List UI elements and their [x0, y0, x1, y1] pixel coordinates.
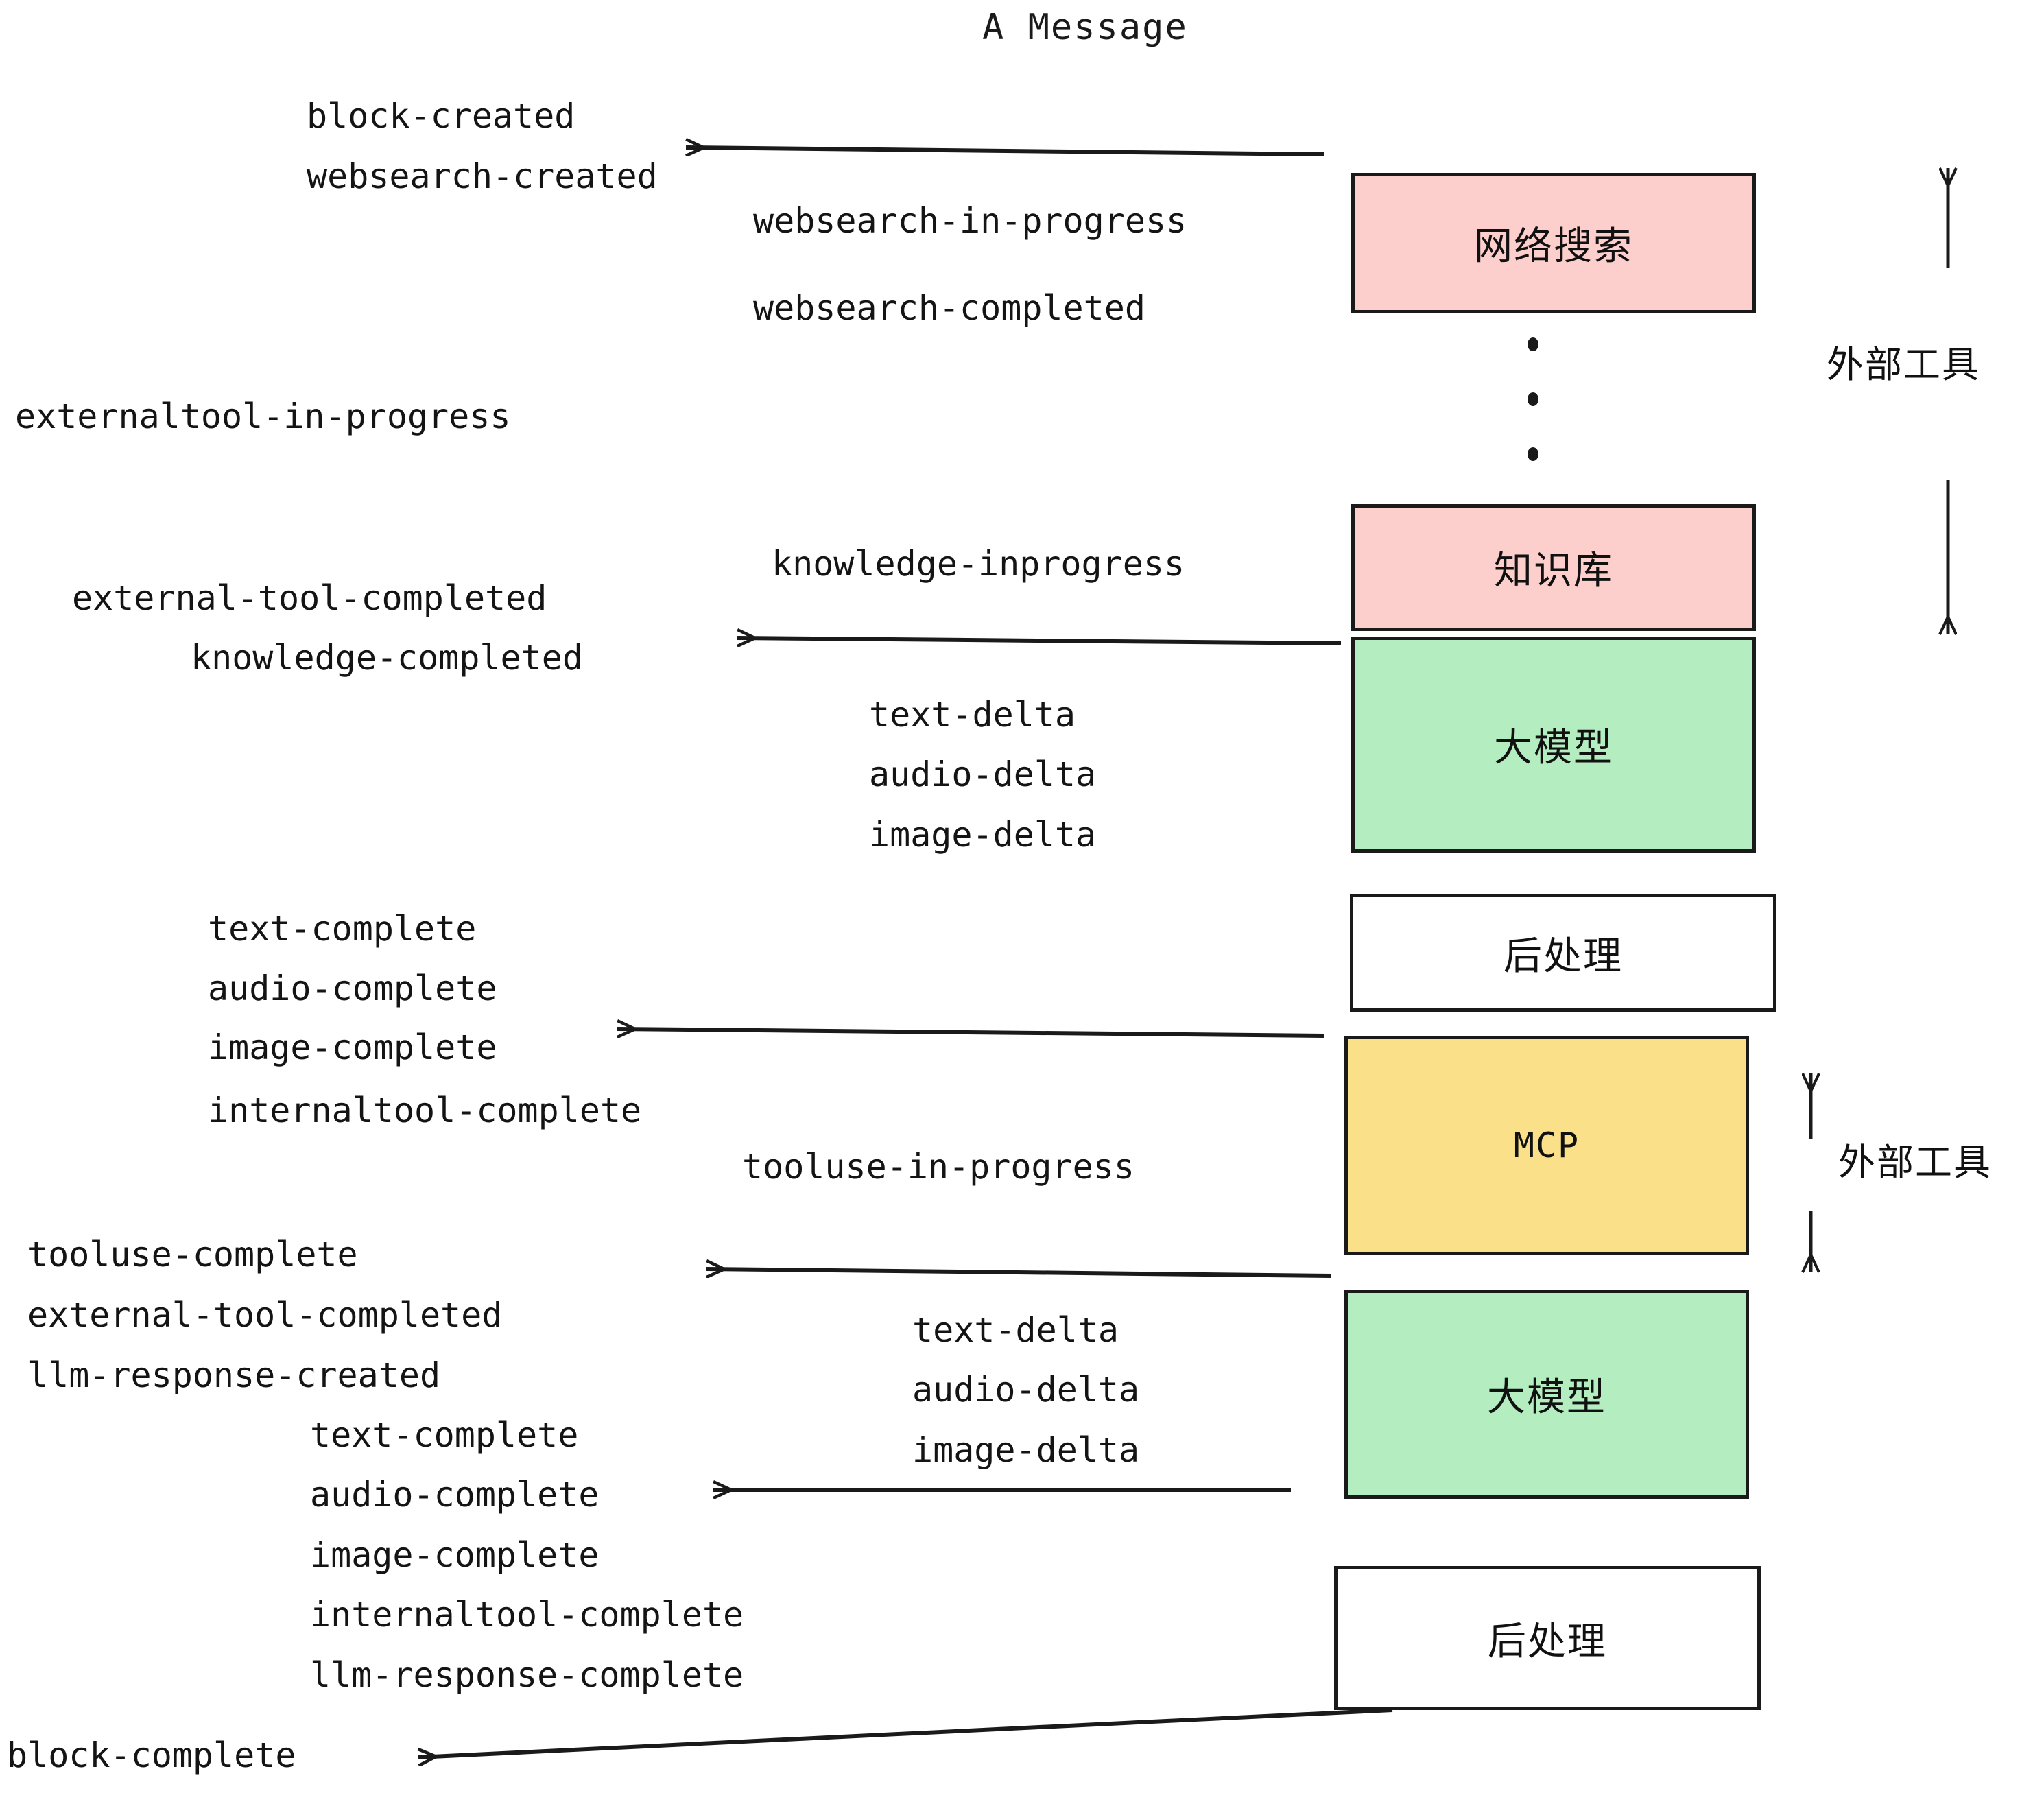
event-block-created: block-created	[307, 96, 575, 136]
event-image-delta-1: image-delta	[869, 815, 1097, 855]
event-externaltool-in-progress: externaltool-in-progress	[15, 396, 511, 436]
event-knowledge-completed: knowledge-completed	[191, 638, 583, 678]
component-box-knowledge[interactable]: 知识库	[1351, 504, 1756, 631]
event-audio-complete-2: audio-complete	[310, 1475, 599, 1515]
event-llm-response-created: llm-response-created	[27, 1355, 441, 1395]
event-internaltool-complete-1: internaltool-complete	[208, 1091, 642, 1130]
arrow-mcp-to-tooluse-complete	[706, 1269, 1331, 1276]
component-box-mcp[interactable]: MCP	[1344, 1036, 1749, 1255]
event-external-tool-completed-2: external-tool-completed	[27, 1295, 503, 1335]
event-llm-response-complete: llm-response-complete	[310, 1655, 744, 1695]
event-audio-delta-2: audio-delta	[912, 1370, 1140, 1410]
event-text-complete-1: text-complete	[208, 909, 477, 949]
event-tooluse-in-progress: tooluse-in-progress	[742, 1147, 1134, 1187]
vertical-ellipsis-dots	[1526, 337, 1540, 461]
event-websearch-completed: websearch-completed	[753, 288, 1145, 328]
event-image-delta-2: image-delta	[912, 1430, 1140, 1470]
component-box-llm-2[interactable]: 大模型	[1344, 1290, 1749, 1499]
arrow-postprocess-to-image-complete	[617, 1029, 1324, 1036]
side-label-external-tools-bottom: 外部工具	[1838, 1141, 1992, 1184]
arrow-knowledge-to-knowledge-completed	[737, 638, 1342, 643]
event-block-complete: block-complete	[7, 1735, 296, 1775]
event-text-delta-1: text-delta	[869, 695, 1076, 735]
component-box-postprocess-1[interactable]: 后处理	[1350, 894, 1776, 1012]
event-audio-delta-1: audio-delta	[869, 755, 1097, 794]
event-websearch-created: websearch-created	[307, 156, 658, 196]
event-audio-complete-1: audio-complete	[208, 969, 497, 1008]
event-external-tool-completed-1: external-tool-completed	[72, 578, 547, 618]
event-websearch-in-progress: websearch-in-progress	[753, 201, 1187, 241]
event-knowledge-inprogress: knowledge-inprogress	[772, 544, 1185, 584]
event-text-complete-2: text-complete	[310, 1415, 579, 1455]
component-box-llm-1[interactable]: 大模型	[1351, 637, 1756, 853]
side-label-external-tools-top: 外部工具	[1827, 343, 1980, 386]
event-tooluse-complete: tooluse-complete	[27, 1235, 358, 1274]
event-internaltool-complete-2: internaltool-complete	[310, 1595, 744, 1635]
arrow-websearch-to-block-created	[686, 147, 1324, 154]
event-image-complete-1: image-complete	[208, 1028, 497, 1067]
event-text-delta-2: text-delta	[912, 1310, 1119, 1350]
component-box-postprocess-2[interactable]: 后处理	[1334, 1566, 1761, 1710]
page-title: A Message	[982, 7, 1188, 48]
event-image-complete-2: image-complete	[310, 1535, 599, 1575]
arrow-postprocess-to-block-complete	[418, 1708, 1393, 1757]
component-box-websearch[interactable]: 网络搜索	[1351, 173, 1756, 313]
